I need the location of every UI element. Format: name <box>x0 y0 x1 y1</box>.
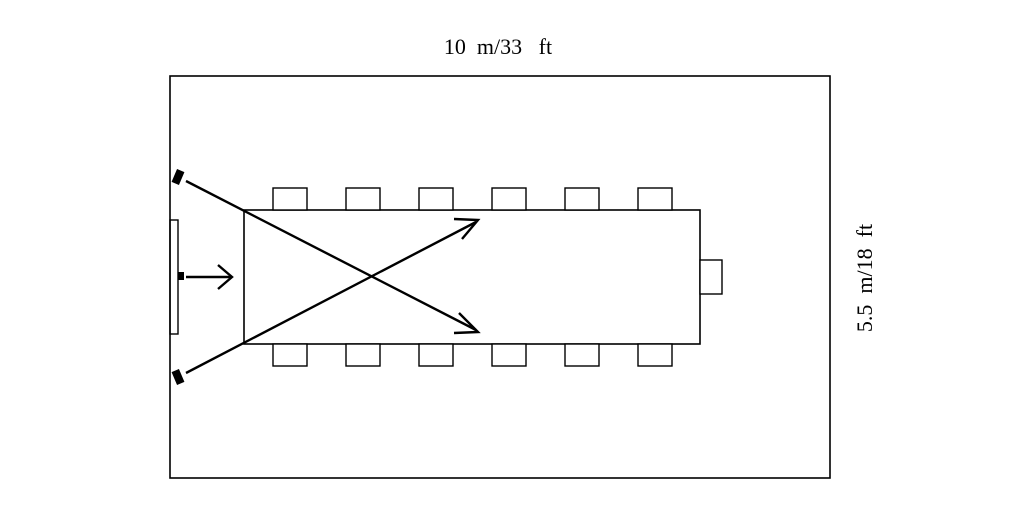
chair <box>418 343 454 367</box>
display-screen <box>169 219 179 335</box>
chair <box>491 187 527 211</box>
chair <box>637 187 673 211</box>
chair <box>491 343 527 367</box>
arrowhead <box>217 264 234 290</box>
arrowhead <box>453 312 481 335</box>
chair <box>564 343 600 367</box>
chair <box>345 187 381 211</box>
screen-direction-arrow <box>178 264 234 290</box>
chair <box>345 343 381 367</box>
camera-top <box>171 168 481 335</box>
chair <box>564 187 600 211</box>
camera-view-line <box>185 220 477 375</box>
room-height-label: 5.5 m/18 ft <box>852 224 877 332</box>
camera-view-line <box>185 179 477 332</box>
camera-bottom <box>171 217 481 386</box>
chair <box>272 187 308 211</box>
camera-icon <box>171 368 185 386</box>
camera-icon <box>171 168 185 186</box>
arrowhead <box>453 217 481 240</box>
chairs-bottom-row <box>272 343 673 367</box>
screen-center-mark <box>178 272 184 280</box>
chair <box>418 187 454 211</box>
conference-table <box>243 209 701 345</box>
head-chair <box>699 259 723 295</box>
chair <box>272 343 308 367</box>
chair <box>637 343 673 367</box>
chairs-top-row <box>272 187 673 211</box>
room-outline <box>169 75 831 479</box>
room-width-label: 10 m/33 ft <box>444 34 552 59</box>
